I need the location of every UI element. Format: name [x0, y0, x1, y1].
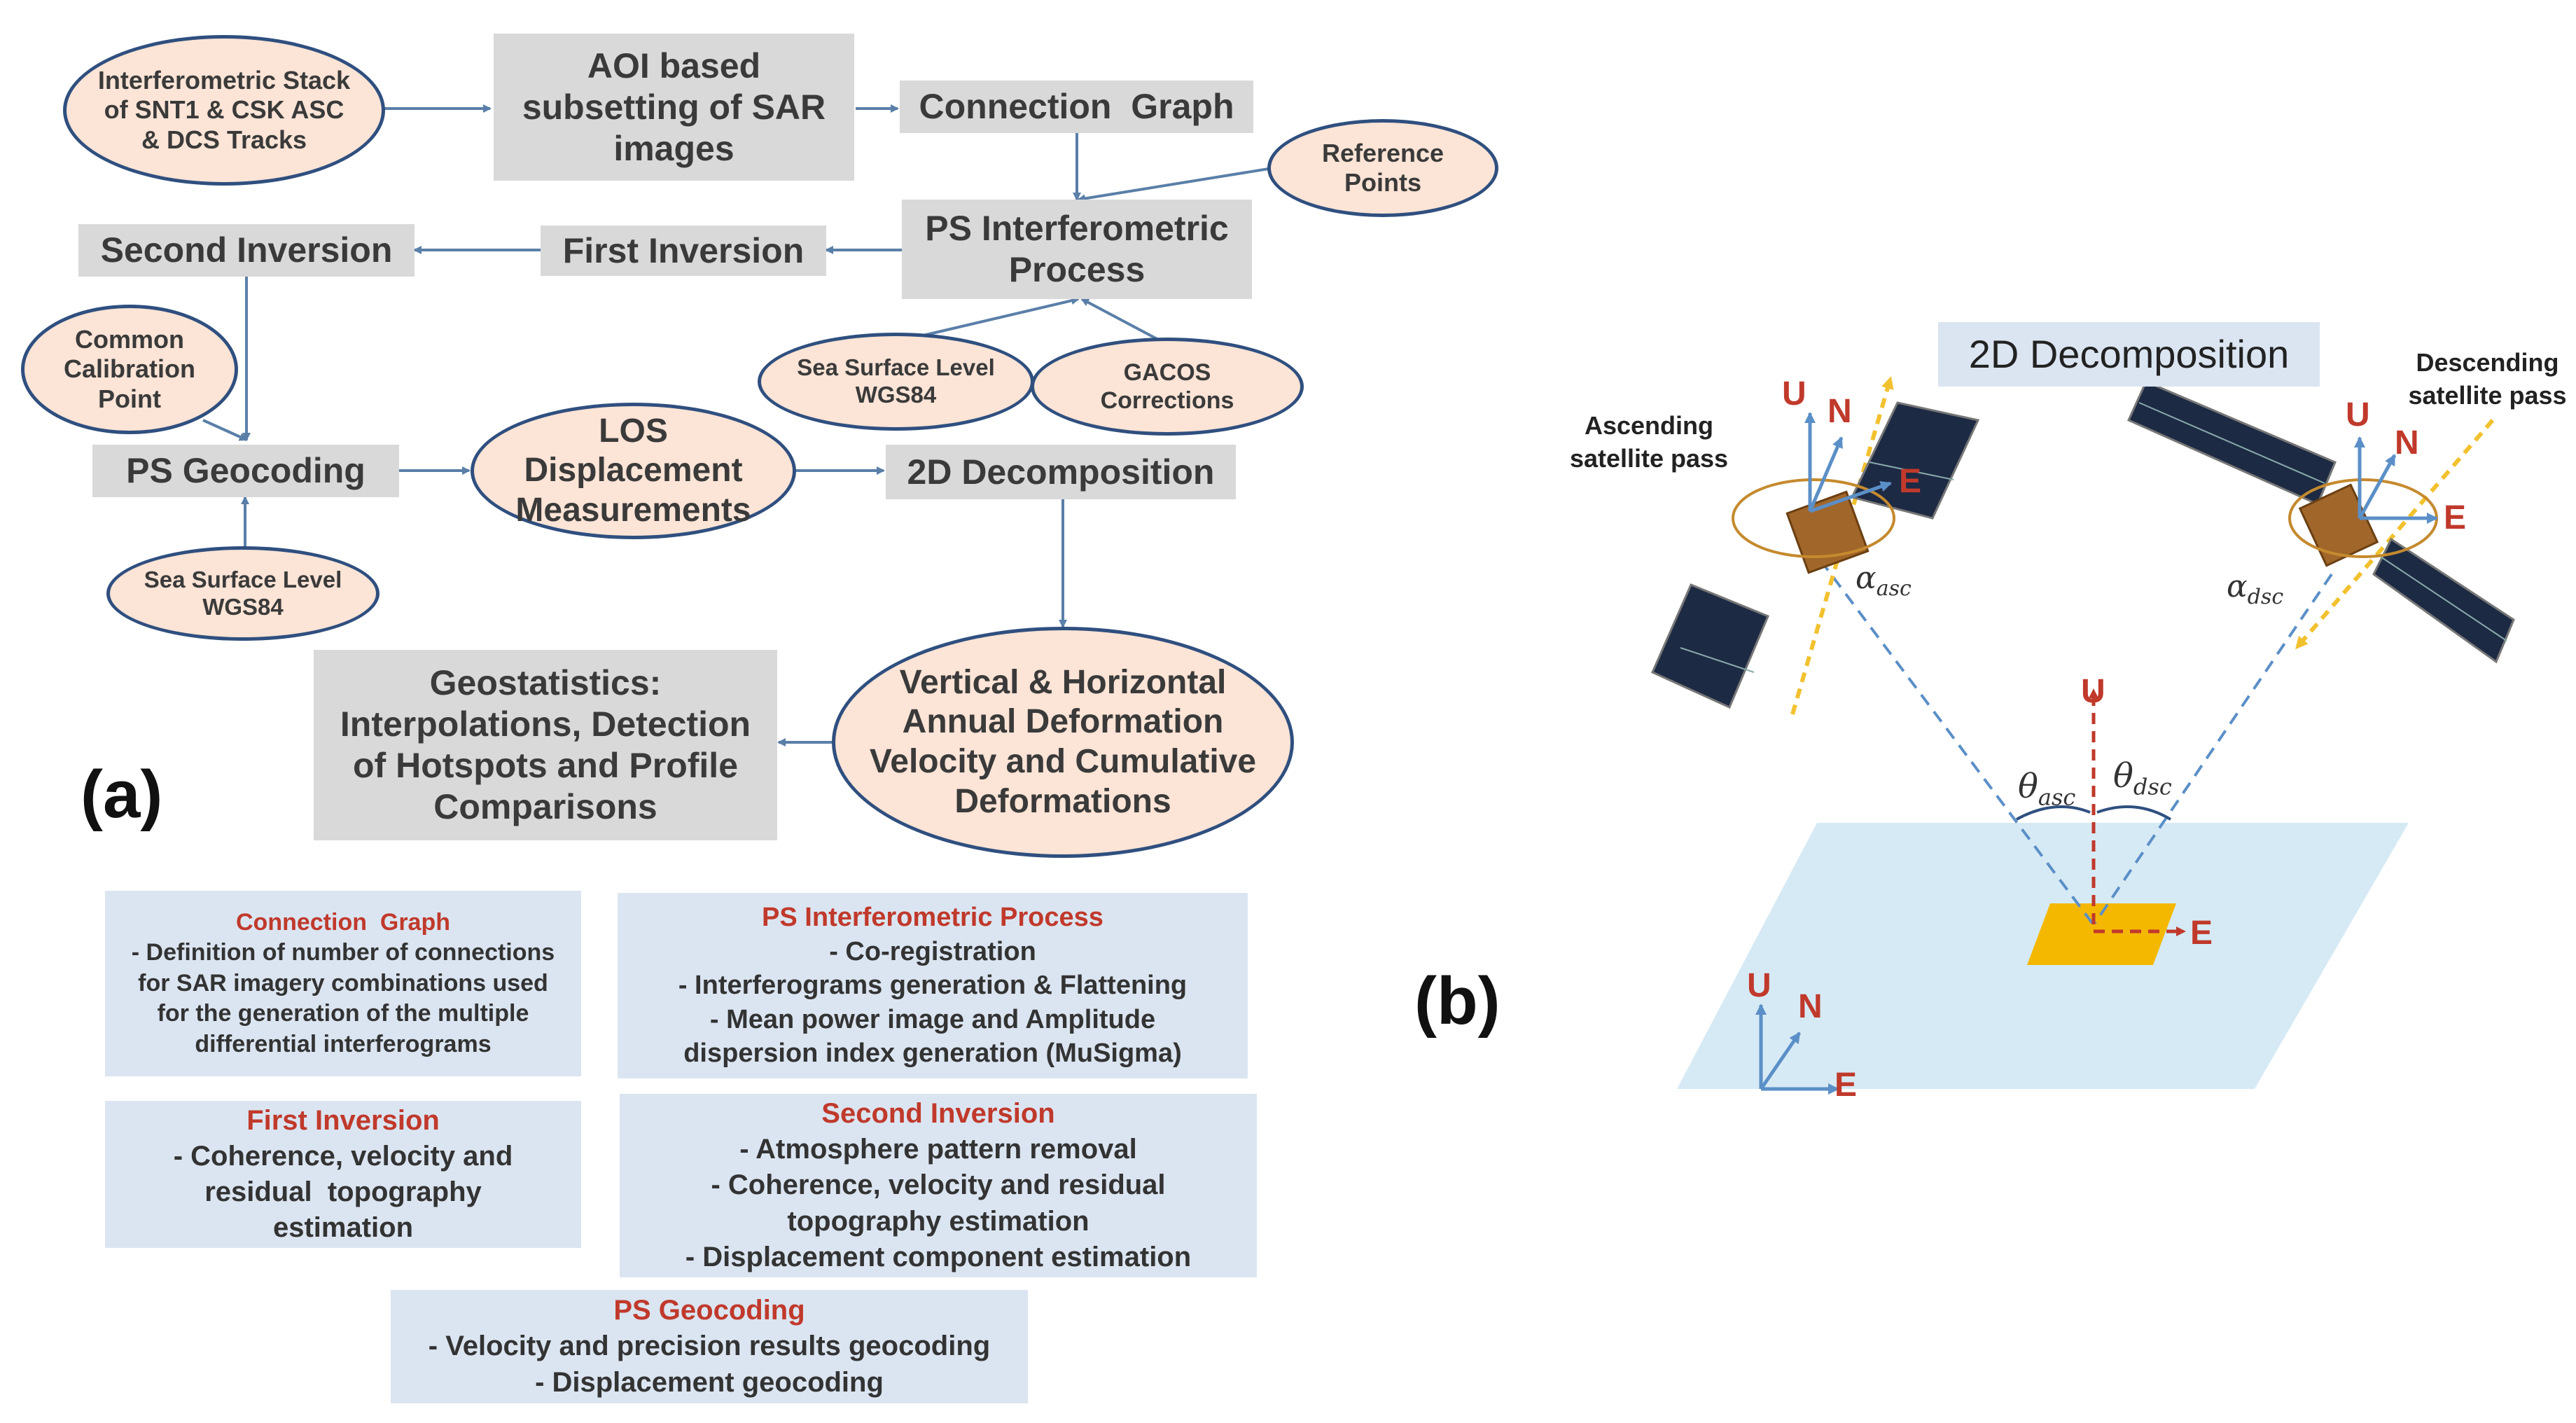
arrow-calib-geocoding: [202, 419, 248, 441]
node-los-displacement: LOS Displacement Measurements: [471, 403, 796, 539]
panel-b-title: 2D Decomposition: [1938, 322, 2320, 387]
info-line: - Displacement component estimation: [685, 1241, 1192, 1272]
info-ps-interferometric-process: PS Interferometric Process - Co-registra…: [618, 893, 1248, 1078]
theta-asc-label: θasc: [2018, 767, 2075, 811]
arrow-ref-ps: [1077, 167, 1274, 203]
node-sea-surface-level-2: Sea Surface Level WGS84: [106, 546, 380, 641]
info-first-inversion-title: First Inversion: [246, 1104, 440, 1136]
arrow-gacos-ps: [1080, 298, 1163, 343]
node-2d-decomposition: 2D Decomposition: [886, 445, 1236, 499]
alpha-dsc-symbol: α: [2227, 569, 2248, 604]
info-line: - Velocity and precision results geocodi…: [428, 1331, 991, 1362]
info-line: - Interferograms generation & Flattening: [678, 971, 1188, 1001]
dsc-axis-u-label: U: [2346, 396, 2370, 433]
los-asc-line: [1819, 559, 2094, 924]
los-dsc-line: [2094, 573, 2333, 924]
node-vertical-horizontal-velocity: Vertical & Horizontal Annual Deformation…: [832, 627, 1294, 858]
alpha-asc-symbol: α: [1856, 560, 1877, 596]
ground-up-label: U: [2081, 673, 2105, 710]
asc-axis-e-label: E: [1899, 463, 1922, 500]
info-line: - Coherence, velocity and: [173, 1140, 513, 1172]
dsc-axis-e-label: E: [2444, 499, 2467, 536]
descending-satellite: [2127, 380, 2515, 664]
target-area: [2027, 903, 2176, 965]
descending-pass-label: Descending satellite pass: [2408, 348, 2567, 410]
info-line: differential interferograms: [195, 1030, 492, 1057]
node-reference-points: Reference Points: [1267, 119, 1498, 217]
ground-axis-n: [1759, 1032, 1802, 1090]
theta-asc-subscript: asc: [2038, 784, 2076, 811]
node-ps-geocoding: PS Geocoding: [92, 445, 399, 497]
theta-dsc-subscript: dsc: [2133, 773, 2172, 800]
node-first-inversion: First Inversion: [541, 225, 826, 276]
info-second-inversion: Second Inversion - Atmosphere pattern re…: [620, 1094, 1257, 1277]
info-second-inversion-title: Second Inversion: [821, 1098, 1055, 1130]
node-second-inversion: Second Inversion: [78, 224, 415, 277]
info-line: residual topography: [204, 1176, 482, 1207]
origin-n-label: N: [1798, 988, 1823, 1025]
info-line: topography estimation: [787, 1205, 1089, 1237]
info-line: - Displacement geocoding: [535, 1366, 884, 1398]
ascending-satellite: [1651, 376, 1980, 715]
node-sea-surface-level-1: Sea Surface Level WGS84: [758, 333, 1034, 431]
asc-axis-u-label: U: [1782, 375, 1806, 412]
info-line: - Atmosphere pattern removal: [739, 1134, 1137, 1165]
info-connection-graph: Connection Graph - Definition of number …: [105, 891, 581, 1076]
info-line: - Mean power image and Amplitude: [709, 1004, 1156, 1034]
panel-b-label: (b): [1414, 964, 1501, 1039]
theta-dsc-label: θdsc: [2113, 756, 2172, 800]
theta-dsc-symbol: θ: [2113, 756, 2133, 796]
node-gacos-corrections: GACOS Corrections: [1031, 338, 1304, 436]
info-line: - Co-registration: [829, 936, 1036, 966]
alpha-asc-subscript: asc: [1876, 576, 1912, 601]
theta-asc-arc: [2016, 805, 2091, 821]
alpha-dsc-subscript: dsc: [2247, 584, 2284, 609]
origin-u-label: U: [1747, 967, 1771, 1004]
node-connection-graph: Connection Graph: [900, 81, 1253, 133]
info-ps-process-title: PS Interferometric Process: [762, 902, 1103, 932]
info-line: estimation: [272, 1212, 414, 1244]
node-interferometric-stack: Interferometric Stack of SNT1 & CSK ASC …: [63, 35, 385, 186]
info-line: - Definition of number of connections: [131, 939, 555, 966]
ground-east-label: E: [2190, 915, 2213, 952]
asc-axis-n-label: N: [1827, 393, 1852, 430]
ascending-pass-label: Ascending satellite pass: [1569, 411, 1729, 473]
node-common-calibration-point: Common Calibration Point: [21, 305, 238, 434]
info-ps-geocoding-title: PS Geocoding: [613, 1295, 805, 1326]
dsc-axis-n-label: N: [2395, 424, 2419, 461]
node-aoi-subsetting: AOI based subsetting of SAR images: [494, 34, 854, 181]
node-geostatistics: Geostatistics: Interpolations, Detection…: [314, 650, 777, 840]
alpha-dsc-label: αdsc: [2227, 569, 2283, 609]
theta-dsc-arc: [2096, 805, 2172, 821]
origin-e-label: E: [1834, 1067, 1858, 1104]
info-line: dispersion index generation (MuSigma): [683, 1039, 1182, 1069]
node-ps-interferometric-process: PS Interferometric Process: [902, 200, 1252, 299]
info-line: - Coherence, velocity and residual: [711, 1169, 1166, 1201]
alpha-asc-label: αasc: [1856, 560, 1912, 601]
info-ps-geocoding: PS Geocoding - Velocity and precision re…: [391, 1290, 1028, 1403]
info-line: for the generation of the multiple: [157, 1000, 529, 1027]
info-line: for SAR imagery combinations used: [138, 969, 548, 997]
theta-asc-symbol: θ: [2018, 767, 2038, 806]
panel-a-label: (a): [81, 757, 163, 832]
info-first-inversion: First Inversion - Coherence, velocity an…: [105, 1101, 581, 1248]
info-connection-graph-title: Connection Graph: [236, 908, 450, 936]
